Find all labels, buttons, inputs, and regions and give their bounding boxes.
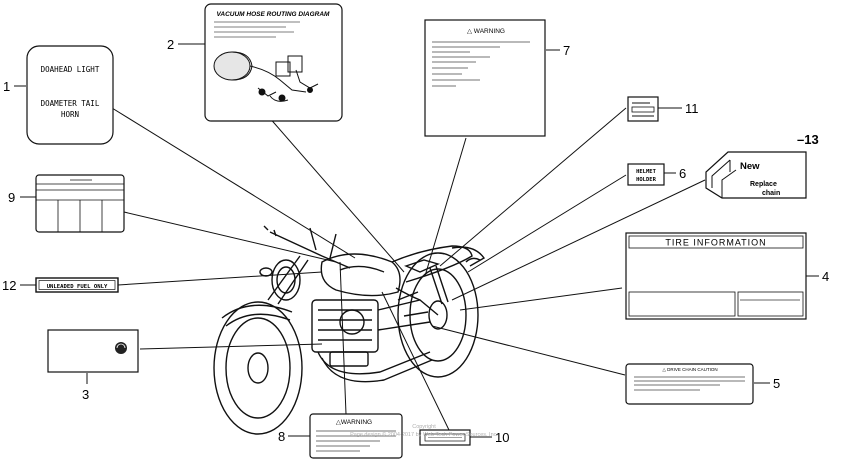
watermark-line-2: Page design © 2004-2017 by Web Tech Powe… <box>350 431 498 438</box>
label-4-tire-information: TIRE INFORMATION <box>625 232 807 320</box>
rear-fender <box>451 246 486 267</box>
label-3-decal <box>47 329 139 373</box>
exhaust <box>317 351 431 375</box>
rear-wheel <box>397 252 479 378</box>
callout-numbers: 1 2 3 4 5 6 7 8 9 10 11 12 –13 <box>2 37 829 445</box>
tire-info-title: TIRE INFORMATION <box>665 238 766 248</box>
label-1-lighting-decal: DOAHEAD LIGHT DOAMETER TAIL HORN <box>26 45 114 145</box>
chain-replace-line-2: chain <box>762 190 780 197</box>
label-12-unleaded-fuel: UNLEADED FUEL ONLY <box>35 277 119 293</box>
label-11-decal <box>627 96 659 122</box>
copyright-watermark: Copyright Page design © 2004-2017 by Web… <box>350 424 498 438</box>
vacuum-diagram-title: VACUUM HOSE ROUTING DIAGRAM <box>217 11 330 18</box>
callout-11: 11 <box>685 101 699 116</box>
lighting-line-2: DOAMETER TAIL <box>41 99 100 108</box>
label-6-helmet-holder: HELMET HOLDER <box>627 163 665 186</box>
rear-hub <box>428 300 448 330</box>
motorcycle-illustration <box>213 225 486 435</box>
callout-1: 1 <box>3 79 10 94</box>
callout-12: 12 <box>2 278 16 293</box>
label-8-warning: △WARNING <box>309 413 403 459</box>
label-7-warning: △ WARNING <box>424 19 546 137</box>
leader-lines <box>14 43 819 438</box>
fuel-text: UNLEADED FUEL ONLY <box>47 284 108 290</box>
callout-5: 5 <box>773 376 780 391</box>
vacuum-hose-sketch <box>213 51 319 102</box>
label-2-vacuum-hose-diagram: VACUUM HOSE ROUTING DIAGRAM <box>204 3 343 122</box>
headlight <box>271 259 301 301</box>
label-13-replace-chain: New Replace chain <box>705 151 807 199</box>
callout-10: 10 <box>495 430 509 445</box>
callout-8: 8 <box>278 429 285 444</box>
drive-chain-title: △ DRIVE CHAIN CAUTION <box>662 367 717 372</box>
front-fork <box>267 255 309 305</box>
chain-new-text: New <box>740 161 760 172</box>
fuel-tank <box>320 253 401 297</box>
callout-9: 9 <box>8 190 15 205</box>
helmet-line-1: HELMET <box>636 169 657 175</box>
front-wheel <box>213 301 303 435</box>
lighting-line-3: HORN <box>61 110 79 119</box>
callout-7: 7 <box>563 43 570 58</box>
chain-replace-line-1: Replace <box>750 181 777 188</box>
callout-6: 6 <box>679 166 686 181</box>
front-fender <box>221 304 293 319</box>
label-9-grid-decal <box>35 174 125 233</box>
front-wheel-rim <box>225 317 291 419</box>
watermark-line-1: Copyright <box>412 424 436 430</box>
callout-2: 2 <box>167 37 174 52</box>
seat <box>391 245 473 283</box>
helmet-line-2: HOLDER <box>636 177 657 183</box>
callout-13: –13 <box>797 132 819 147</box>
label-5-drive-chain-caution: △ DRIVE CHAIN CAUTION <box>625 363 754 405</box>
lighting-line-1: DOAHEAD LIGHT <box>41 65 100 74</box>
label-10-decal <box>419 429 471 446</box>
callout-3: 3 <box>82 387 89 402</box>
callout-4: 4 <box>822 269 829 284</box>
warning-bottom-title: △WARNING <box>336 419 372 426</box>
handlebar <box>269 231 351 269</box>
warning-top-title: △ WARNING <box>467 28 505 35</box>
front-hub <box>247 352 269 384</box>
